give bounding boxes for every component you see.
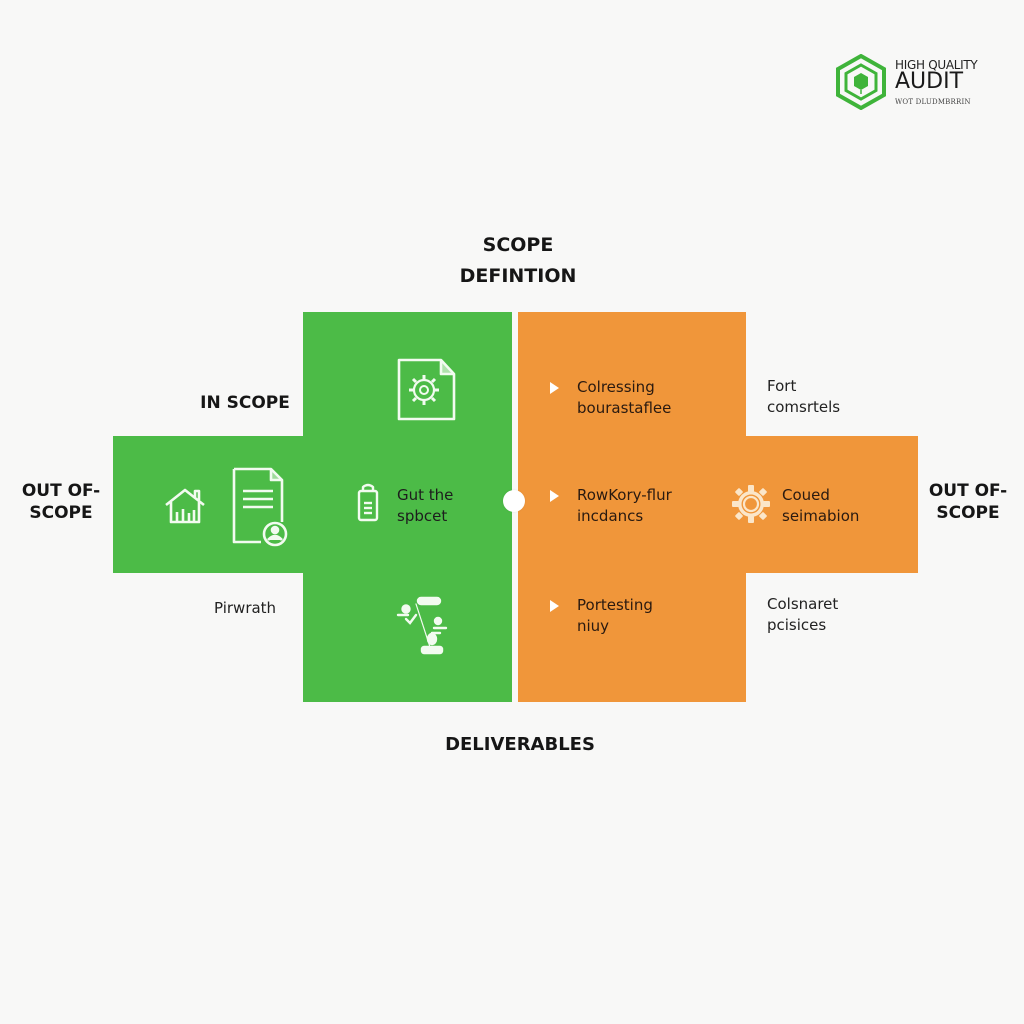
logo-subtitle: WOT DLUDMBRRIN xyxy=(895,98,971,106)
item-3-line-1: Portesting xyxy=(577,596,653,614)
outside-top-line-1: Fort xyxy=(767,377,797,395)
deliverables-label: DELIVERABLES xyxy=(445,734,595,755)
logo: HIGH QUALITY AUDIT WOT DLUDMBRRIN xyxy=(835,53,995,112)
title-line-1: SCOPE xyxy=(482,234,554,256)
out-of-scope-right-label: OUT OF- SCOPE xyxy=(925,480,1011,524)
in-scope-item-line-1: Gut the xyxy=(397,486,454,504)
out-of-scope-vertical-column xyxy=(518,312,746,702)
in-scope-outside-label: Pirwrath xyxy=(214,599,277,617)
oos-right-line-2: SCOPE xyxy=(936,503,1000,523)
oos-right-line-1: OUT OF- xyxy=(928,481,1008,501)
play-triangle-icon xyxy=(550,382,559,394)
clipboard-icon xyxy=(357,483,379,523)
item-2-line-1: RowKory-flur xyxy=(577,486,672,504)
diagram-title: SCOPE DEFINTION xyxy=(418,230,618,292)
out-of-scope-band-item: Coued seimabion xyxy=(782,485,859,527)
document-gear-icon xyxy=(397,358,457,422)
logo-tagline: HIGH QUALITY xyxy=(895,58,978,72)
house-chart-icon xyxy=(163,486,207,526)
band-item-line-1: Coued xyxy=(782,486,830,504)
play-triangle-icon xyxy=(550,490,559,502)
hexagon-logo-icon xyxy=(835,53,887,111)
out-of-scope-left-label: OUT OF- SCOPE xyxy=(18,480,104,524)
out-of-scope-item-3: Portesting niuy xyxy=(550,595,653,637)
oos-left-line-1: OUT OF- xyxy=(21,481,101,501)
item-3-line-2: niuy xyxy=(577,617,610,635)
outside-top-line-2: comsrtels xyxy=(767,398,841,416)
in-scope-horizontal-band xyxy=(113,436,312,573)
outside-bottom-line-1: Colsnaret xyxy=(767,595,839,613)
in-scope-item: Gut the spbcet xyxy=(397,485,453,527)
logo-title: AUDIT xyxy=(895,69,964,94)
document-user-icon xyxy=(231,466,291,550)
out-of-scope-item-1-text: Colressing bourastaflee xyxy=(577,377,671,419)
in-scope-label: IN SCOPE xyxy=(200,393,290,413)
out-of-scope-outside-bottom: Colsnaret pcisices xyxy=(767,594,838,636)
gear-icon xyxy=(731,484,771,524)
out-of-scope-item-2: RowKory-flur incdancs xyxy=(550,485,672,527)
title-line-2: DEFINTION xyxy=(459,265,577,287)
center-divider-dot xyxy=(503,490,525,512)
item-1-line-1: Colressing xyxy=(577,378,655,396)
out-of-scope-item-1: Colressing bourastaflee xyxy=(550,377,671,419)
item-2-line-2: incdancs xyxy=(577,507,644,525)
item-1-line-2: bourastaflee xyxy=(577,399,672,417)
network-people-icon xyxy=(394,595,452,657)
oos-left-line-2: SCOPE xyxy=(29,503,93,523)
out-of-scope-item-2-text: RowKory-flur incdancs xyxy=(577,485,672,527)
outside-bottom-line-2: pcisices xyxy=(767,616,827,634)
band-item-line-2: seimabion xyxy=(782,507,860,525)
in-scope-vertical-column xyxy=(303,312,512,702)
play-triangle-icon xyxy=(550,600,559,612)
in-scope-item-text: Gut the spbcet xyxy=(397,485,453,527)
out-of-scope-item-3-text: Portesting niuy xyxy=(577,595,653,637)
out-of-scope-outside-top: Fort comsrtels xyxy=(767,376,840,418)
in-scope-item-line-2: spbcet xyxy=(397,507,448,525)
